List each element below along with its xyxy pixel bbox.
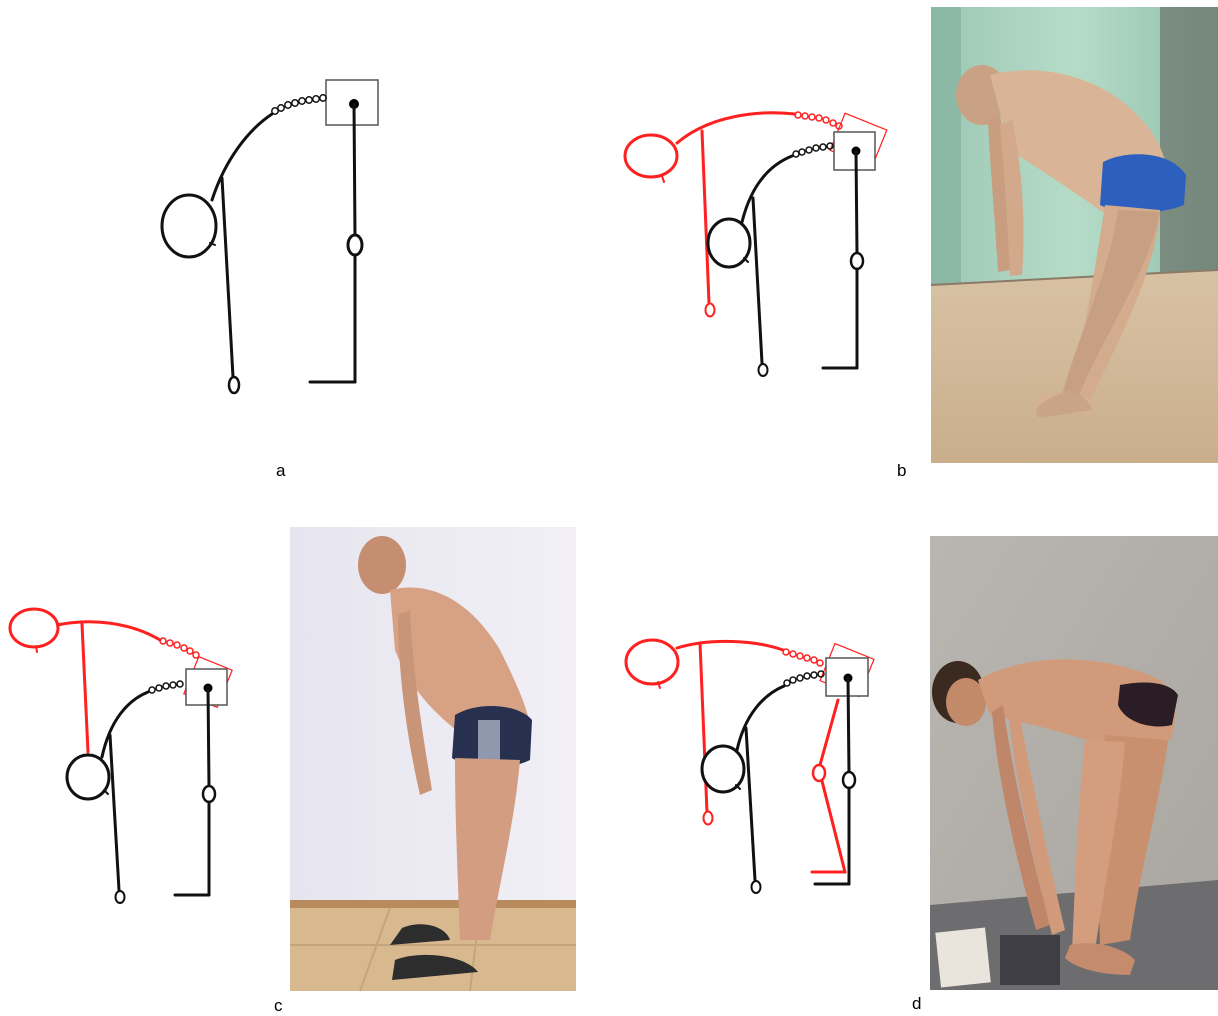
diagram-d — [626, 640, 874, 893]
diagram-b — [625, 112, 887, 376]
normal-posture-b — [708, 132, 875, 376]
label-a: a — [276, 461, 286, 480]
head-circle — [162, 195, 216, 257]
arm-line — [222, 178, 233, 377]
label-d: d — [912, 994, 921, 1013]
normal-posture-d — [702, 658, 868, 893]
photo-c — [290, 527, 576, 991]
thigh-line — [354, 104, 355, 237]
knee-joint — [348, 235, 362, 255]
label-c: c — [274, 996, 283, 1015]
label-b: b — [897, 461, 906, 480]
diagram-a — [162, 80, 378, 393]
photo-d — [930, 536, 1218, 990]
lumbar-vertebrae — [272, 95, 326, 114]
hand-oval — [229, 377, 239, 393]
photo-b — [931, 7, 1218, 463]
diagram-c — [10, 609, 232, 903]
spine-curve — [212, 114, 272, 200]
normal-posture-c — [67, 669, 227, 903]
